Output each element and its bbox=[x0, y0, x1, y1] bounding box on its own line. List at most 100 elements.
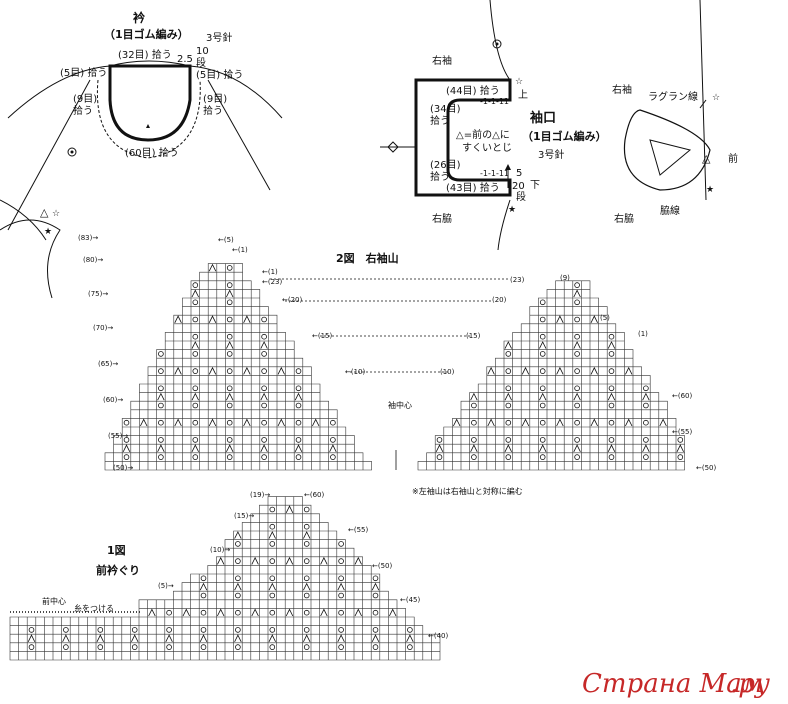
yo-stitch-mark bbox=[303, 541, 310, 547]
decrease-stitch-mark bbox=[268, 531, 276, 539]
yo-stitch-mark bbox=[295, 385, 302, 392]
cuff-height-rows: 20 bbox=[512, 181, 525, 192]
collar-height-rows: 10 bbox=[196, 46, 209, 57]
decrease-stitch-mark bbox=[521, 418, 530, 427]
yo-stitch-mark bbox=[192, 333, 199, 340]
decrease-stitch-mark bbox=[27, 634, 36, 642]
yo-stitch-mark bbox=[28, 627, 35, 633]
yo-stitch-mark bbox=[192, 351, 199, 357]
yo-stitch-mark bbox=[338, 609, 344, 616]
yo-stitch-mark bbox=[269, 523, 276, 530]
chart1-front-center: 前中心 bbox=[42, 596, 66, 606]
yo-stitch-mark bbox=[330, 419, 336, 426]
cuff-band-outline bbox=[414, 78, 512, 197]
right-col-label: (5) bbox=[600, 314, 610, 322]
yo-stitch-mark bbox=[192, 385, 199, 392]
chart1-subtitle: 前衿ぐり bbox=[96, 563, 140, 577]
collar-right-pick: (5目) 拾う bbox=[196, 68, 243, 81]
yo-stitch-mark bbox=[407, 644, 413, 650]
decrease-stitch-mark bbox=[191, 341, 199, 349]
diamond-icon bbox=[387, 141, 399, 153]
raglan-vertical-line bbox=[699, 0, 707, 201]
decrease-stitch-mark bbox=[268, 582, 276, 591]
yo-stitch-mark bbox=[261, 368, 267, 374]
yo-stitch-mark bbox=[608, 454, 615, 460]
cuff-height-unit: 段 bbox=[516, 190, 526, 203]
yo-stitch-mark bbox=[574, 419, 580, 426]
inner-col-label: ←(15) bbox=[312, 332, 333, 340]
yo-stitch-mark bbox=[158, 351, 164, 357]
decrease-stitch-mark bbox=[122, 444, 131, 452]
yo-stitch-mark bbox=[158, 437, 164, 443]
cuff-dec-mark-bottom: -1-1-11 bbox=[480, 169, 509, 178]
decrease-stitch-mark bbox=[285, 556, 294, 565]
yo-stitch-mark bbox=[192, 437, 199, 443]
yo-stitch-mark bbox=[226, 265, 233, 271]
yo-stitch-mark bbox=[471, 419, 477, 426]
decrease-stitch-mark bbox=[607, 341, 616, 349]
yo-stitch-mark bbox=[372, 609, 379, 616]
yo-stitch-mark bbox=[226, 437, 233, 443]
yo-stitch-mark bbox=[330, 454, 336, 460]
yo-stitch-mark bbox=[471, 402, 477, 409]
right-col-label: (23) bbox=[510, 276, 525, 284]
chart1-row-label: ←(40) bbox=[428, 632, 449, 640]
collar-needle: 3号針 bbox=[206, 31, 232, 44]
cuff-down-label: 下 bbox=[530, 180, 540, 191]
shoulder-line-left bbox=[7, 65, 111, 119]
yo-stitch-mark bbox=[261, 437, 267, 443]
decrease-stitch-mark bbox=[148, 608, 156, 617]
cuff-side-label: 右脇 bbox=[432, 212, 452, 225]
yo-stitch-mark bbox=[539, 299, 546, 306]
chart1-title: 1図 bbox=[107, 543, 126, 557]
decrease-stitch-mark bbox=[96, 634, 104, 642]
cuff-star-filled-icon: ★ bbox=[508, 205, 516, 215]
row-label-left: (60)→ bbox=[103, 396, 123, 404]
yo-stitch-mark bbox=[608, 419, 615, 426]
yo-stitch-mark bbox=[226, 402, 233, 409]
decrease-stitch-mark bbox=[590, 315, 598, 323]
yo-stitch-mark bbox=[226, 282, 233, 288]
yo-stitch-mark bbox=[574, 454, 580, 460]
cuff-needle: 3号針 bbox=[538, 148, 564, 161]
decrease-stitch-mark bbox=[389, 608, 397, 617]
collar-bottom-pick: (60目) 拾う bbox=[125, 146, 179, 159]
collar-title: 衿 bbox=[133, 10, 145, 25]
star-outline-icon: ☆ bbox=[52, 209, 60, 219]
chart1-row-label: ←(60) bbox=[304, 491, 325, 499]
yo-stitch-mark bbox=[235, 558, 241, 564]
yo-stitch-mark bbox=[123, 437, 130, 443]
yo-stitch-mark bbox=[131, 644, 138, 650]
decrease-stitch-mark bbox=[406, 634, 414, 642]
yo-stitch-mark bbox=[574, 351, 580, 357]
yo-stitch-mark bbox=[123, 454, 130, 460]
yo-stitch-mark bbox=[471, 454, 477, 460]
raglan-line-left bbox=[7, 79, 91, 231]
yo-stitch-mark bbox=[608, 351, 615, 357]
yo-stitch-mark bbox=[677, 437, 684, 443]
decrease-stitch-mark bbox=[226, 444, 234, 452]
decrease-stitch-mark bbox=[174, 315, 182, 323]
sleeve-curve-left bbox=[0, 219, 61, 299]
decrease-stitch-mark bbox=[470, 392, 478, 401]
yo-stitch-mark bbox=[574, 333, 580, 340]
yo-stitch-mark bbox=[226, 333, 233, 340]
yo-stitch-mark bbox=[226, 385, 233, 392]
decrease-stitch-mark bbox=[303, 531, 311, 539]
yo-stitch-mark bbox=[261, 402, 267, 409]
decrease-stitch-mark bbox=[165, 634, 173, 642]
yo-stitch-mark bbox=[677, 454, 684, 460]
decrease-stitch-mark bbox=[234, 582, 242, 591]
watermark-domain: .ру bbox=[730, 669, 770, 699]
decrease-stitch-mark bbox=[659, 418, 667, 427]
yo-stitch-mark bbox=[63, 627, 69, 633]
cuff-mid-top-word: 拾う bbox=[430, 114, 450, 127]
decrease-stitch-mark bbox=[625, 366, 633, 375]
yo-stitch-mark bbox=[574, 368, 580, 374]
chart1-col-label: (15)→ bbox=[234, 512, 254, 520]
decrease-stitch-mark bbox=[208, 366, 217, 375]
cuff-height-cm: 5 bbox=[516, 168, 522, 179]
decrease-stitch-mark bbox=[199, 582, 208, 591]
yo-stitch-mark bbox=[303, 609, 310, 616]
cuff-note-1: △=前の△に bbox=[456, 128, 510, 141]
